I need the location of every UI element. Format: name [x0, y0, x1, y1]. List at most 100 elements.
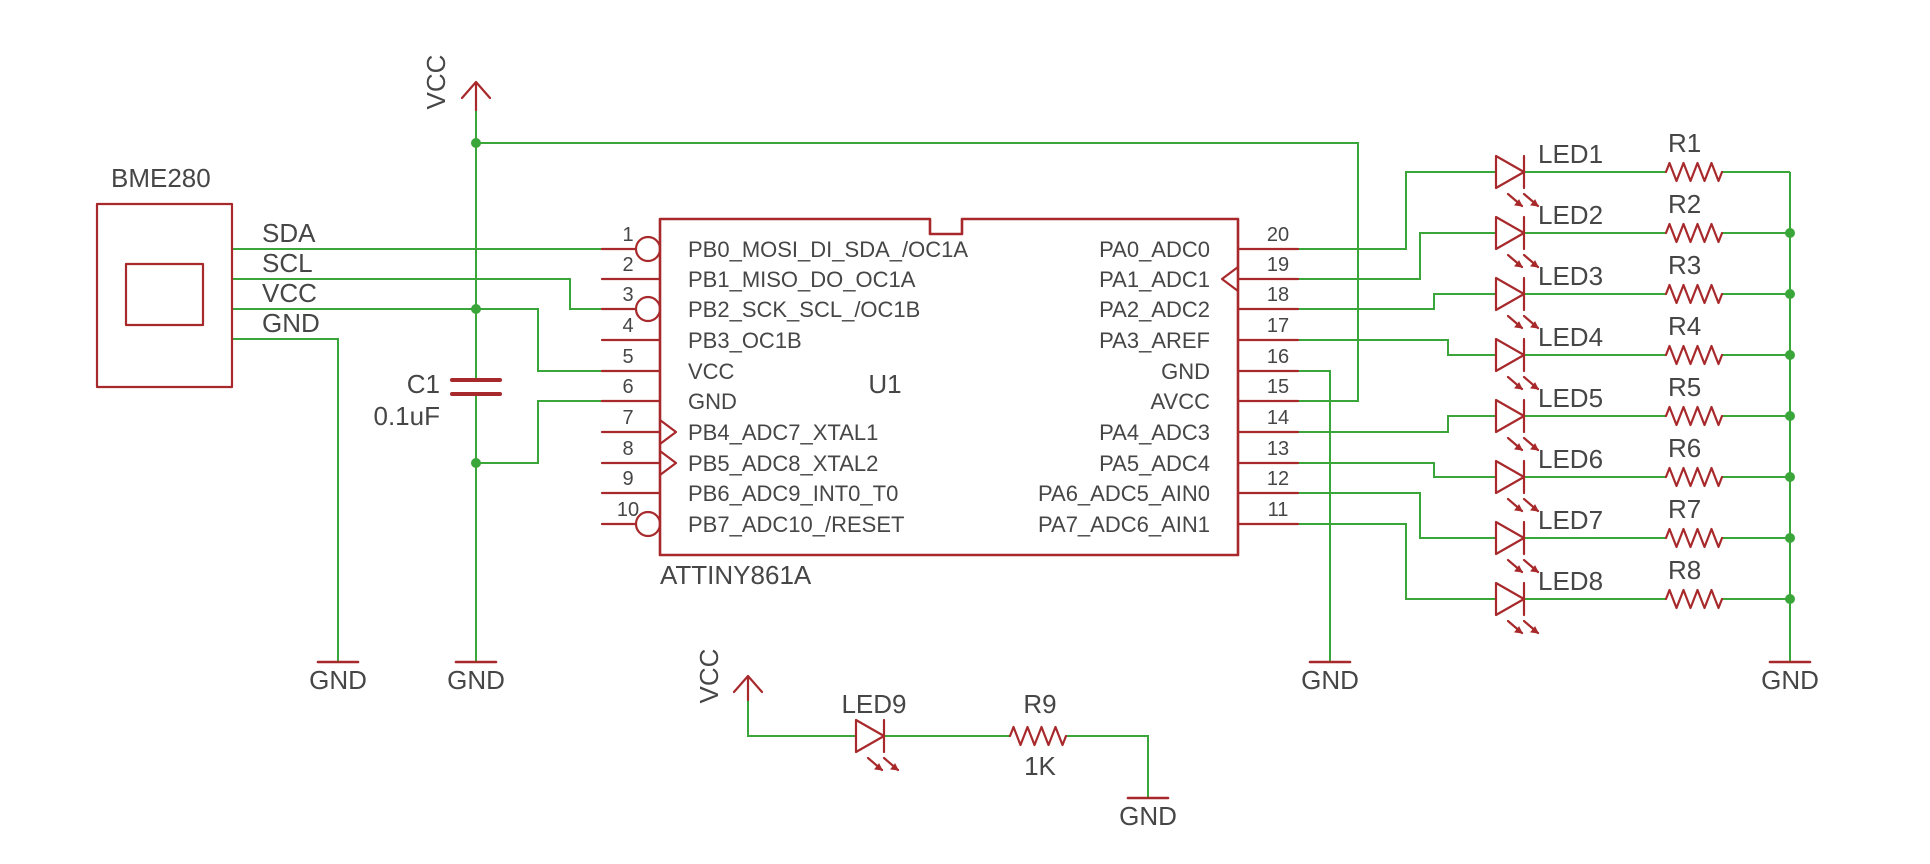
bme280-pin-label: VCC [262, 278, 317, 308]
r9-label: R9 [1023, 689, 1056, 719]
r9-wire [1066, 735, 1149, 798]
junction-dot [471, 458, 481, 468]
led-label: LED5 [1538, 383, 1603, 413]
pin-name: PB6_ADC9_INT0_T0 [688, 481, 898, 506]
light-arrowhead [1514, 321, 1539, 329]
pin-number: 16 [1267, 346, 1289, 368]
pin-name: VCC [688, 359, 735, 384]
wires [232, 110, 1791, 798]
mcu-pin-1 [600, 235, 662, 263]
scl-wire [232, 278, 602, 310]
led-drive-wire [1298, 171, 1496, 250]
pin-name: PA7_ADC6_AIN1 [1038, 512, 1210, 537]
vcc-symbol [732, 674, 764, 702]
led-symbol [1494, 215, 1526, 251]
input-indicator [1220, 265, 1240, 293]
resistor-symbol [1664, 344, 1724, 366]
led-label: LED3 [1538, 261, 1603, 291]
r9-value: 1K [1024, 751, 1056, 781]
resistor-symbol [1664, 588, 1724, 610]
led-symbol [1494, 398, 1526, 434]
resistor-label: R2 [1668, 189, 1701, 219]
led-label: LED7 [1538, 505, 1603, 535]
pin-name: PA3_AREF [1099, 328, 1210, 353]
bme280-inner [124, 262, 205, 327]
pin-number: 15 [1267, 376, 1289, 398]
pin-number: 3 [622, 284, 633, 306]
pin-name: PB3_OC1B [688, 328, 802, 353]
light-arrowhead [1514, 626, 1539, 634]
mcu-part-number: ATTINY861A [660, 560, 812, 590]
junction-dot [471, 304, 481, 314]
junction-dot [1785, 289, 1795, 299]
resistor-label: R4 [1668, 311, 1701, 341]
bme280-pin-label: SCL [262, 248, 313, 278]
pin-name: GND [688, 389, 737, 414]
led-symbol [1494, 337, 1526, 373]
pin-name: PA2_ADC2 [1099, 297, 1210, 322]
led-drive-wire [1298, 415, 1496, 433]
junction-dot [1785, 350, 1795, 360]
pin-number: 2 [622, 254, 633, 276]
pin-number: 14 [1267, 407, 1289, 429]
bme280-pin-label: SDA [262, 218, 316, 248]
led-symbol [1494, 520, 1526, 556]
gnd-wire [1298, 370, 1331, 662]
pin-name: PA5_ADC4 [1099, 451, 1210, 476]
mcu-pin-3 [600, 295, 662, 323]
gnd-label: GND [1119, 801, 1177, 831]
resistor-symbol [1664, 527, 1724, 549]
led-label: LED1 [1538, 139, 1603, 169]
components [95, 80, 1812, 800]
led9-label: LED9 [841, 689, 906, 719]
led-label: LED6 [1538, 444, 1603, 474]
pin-name: PA4_ADC3 [1099, 420, 1210, 445]
gnd-label: GND [447, 665, 505, 695]
resistor-symbol [1664, 283, 1724, 305]
resistor-symbol [1664, 222, 1724, 244]
junction-dot [1785, 411, 1795, 421]
pin-number: 17 [1267, 315, 1289, 337]
pin-number: 7 [622, 407, 633, 429]
vcc-wire [232, 308, 602, 372]
light-arrowhead [1514, 199, 1539, 207]
led-drive-wire [1298, 462, 1496, 478]
led9-symbol [854, 718, 886, 754]
led9-wire [747, 700, 856, 737]
pin-number: 6 [622, 376, 633, 398]
gnd-label: GND [1761, 665, 1819, 695]
pin-number: 12 [1267, 468, 1289, 490]
led-symbol [1494, 459, 1526, 495]
pin-number: 9 [622, 468, 633, 490]
light-arrowhead [874, 763, 899, 771]
mcu-pin-10 [600, 510, 662, 538]
pin-number: 13 [1267, 438, 1289, 460]
bme280-body [95, 202, 234, 389]
pin-number: 4 [622, 315, 633, 337]
pin-number: 5 [622, 346, 633, 368]
led-drive-wire [1298, 523, 1496, 600]
pin-name: PB4_ADC7_XTAL1 [688, 420, 878, 445]
c1-name: C1 [407, 369, 440, 399]
pin-name: PA6_ADC5_AIN0 [1038, 481, 1210, 506]
resistor-label: R7 [1668, 494, 1701, 524]
bme280-pin-label: GND [262, 308, 320, 338]
gnd-wire [476, 400, 602, 464]
led-symbol [1494, 154, 1526, 190]
c1-value: 0.1uF [374, 401, 441, 431]
led-drive-wire [1298, 232, 1496, 280]
light-arrowhead [1514, 382, 1539, 390]
resistor-label: R5 [1668, 372, 1701, 402]
pin-name: PA1_ADC1 [1099, 267, 1210, 292]
mcu-name: U1 [868, 369, 901, 399]
junction-dot [1785, 533, 1795, 543]
capacitor-c1 [450, 378, 502, 396]
vcc-label: VCC [421, 55, 451, 110]
pin-number: 20 [1267, 224, 1289, 246]
led-label: LED4 [1538, 322, 1603, 352]
light-arrowhead [1514, 260, 1539, 268]
vcc-label: VCC [694, 649, 724, 704]
r9-symbol [1008, 725, 1068, 747]
gnd-wire [232, 338, 339, 662]
